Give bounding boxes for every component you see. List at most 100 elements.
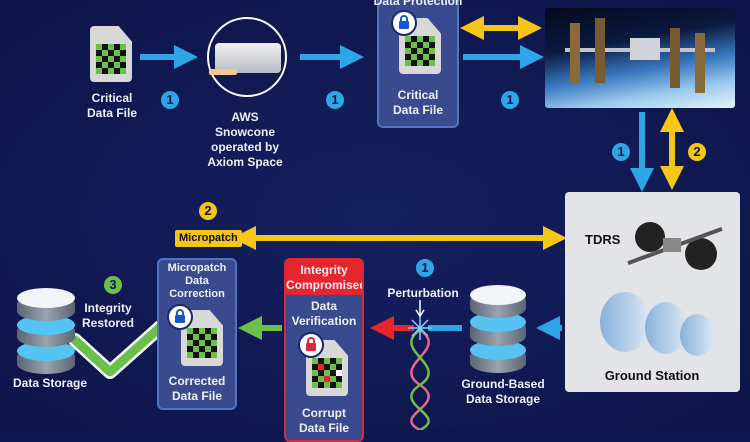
grid-cell [187,328,193,334]
grid-cell [120,68,126,74]
grid-cell [417,48,423,54]
grid-cell [108,56,114,62]
perturbation-burst-icon [408,316,432,340]
grid-cell [205,328,211,334]
snowcone-label-text: AWS Snowcone operated by Axiom Space [207,110,283,169]
grid-cell [336,358,342,364]
db-disk-top [470,312,526,333]
grid-cell [205,352,211,358]
grid-cell [187,346,193,352]
data-verification-title: Data Verification [291,299,357,328]
data-storage-label: Data Storage [12,376,88,390]
grid-cell [312,382,318,388]
grid-cell [423,48,429,54]
step-badge-2: 2 [199,202,217,220]
step-badge-1: 1 [612,143,630,161]
signal-wave-green [410,328,430,430]
lock-icon-blue [391,10,417,36]
grid-cell [423,36,429,42]
grid-cell [193,340,199,346]
grid-cell [114,62,120,68]
grid-cell [336,370,342,376]
grid-cell [120,50,126,56]
perturbation-label: Perturbation [387,286,459,300]
perturbation-pointer-icon [415,300,425,318]
protected-file-label: Critical Data File [392,88,443,117]
grid-cell [114,44,120,50]
data-grid [187,328,217,358]
grid-cell [96,62,102,68]
grid-cell [312,370,318,376]
grid-cell [193,334,199,340]
snowcone-device-icon [207,17,287,97]
grid-cell [336,376,342,382]
ground-storage-label-text: Ground-Based Data Storage [461,377,545,406]
grid-cell [312,376,318,382]
grid-cell [411,36,417,42]
grid-cell [429,36,435,42]
step-badge-1: 1 [161,91,179,109]
grid-cell [114,56,120,62]
grid-cell [417,42,423,48]
grid-cell [324,382,330,388]
grid-cell [211,346,217,352]
grid-cell [193,352,199,358]
grid-cell [199,334,205,340]
grid-cell [330,376,336,382]
db-disk-top [470,285,526,305]
grid-cell [114,68,120,74]
micropatch-correction-box: Micropatch Data Correction Corrected Dat… [157,258,237,410]
grid-cell [423,54,429,60]
grid-cell [199,340,205,346]
grid-cell [324,376,330,382]
grid-cell [417,54,423,60]
grid-cell [102,62,108,68]
grid-cell [114,50,120,56]
data-protection-box: Data Protection Critical Data File [374,0,462,128]
grid-cell [193,328,199,334]
grid-cell [318,376,324,382]
ground-station-label: Ground Station [604,368,700,383]
snowcone-label: AWS Snowcone operated by Axiom Space [200,110,290,170]
grid-cell [405,42,411,48]
grid-cell [336,364,342,370]
step-badge-2: 2 [688,143,706,161]
step-badge-1: 1 [501,91,519,109]
corrected-file-icon [181,310,223,366]
grid-cell [102,68,108,74]
grid-cell [96,50,102,56]
grid-cell [429,54,435,60]
grid-cell [312,358,318,364]
grid-cell [417,60,423,66]
critical-data-file-icon [90,26,132,82]
grid-cell [318,370,324,376]
grid-cell [318,358,324,364]
grid-cell [411,54,417,60]
grid-cell [211,340,217,346]
grid-cell [96,68,102,74]
grid-cell [199,352,205,358]
data-protection-title: Data Protection [373,0,463,8]
step-badge-3: 3 [104,276,122,294]
arrows-layer [68,16,684,430]
grid-cell [193,346,199,352]
grid-cell [318,382,324,388]
integrity-compromised-header: Integrity Compromised [286,263,364,292]
grid-cell [312,364,318,370]
iss-image [545,8,735,108]
data-grid [405,36,435,66]
data-grid [96,44,126,74]
grid-cell [405,36,411,42]
integrity-header-band [286,260,362,295]
grid-cell [102,44,108,50]
grid-cell [423,42,429,48]
ground-storage-label: Ground-Based Data Storage [458,377,548,407]
grid-cell [405,54,411,60]
grid-cell [411,60,417,66]
data-grid-corrupt [312,358,342,388]
grid-cell [405,48,411,54]
grid-cell [405,60,411,66]
grid-cell [199,346,205,352]
db-disk-top [17,288,75,308]
